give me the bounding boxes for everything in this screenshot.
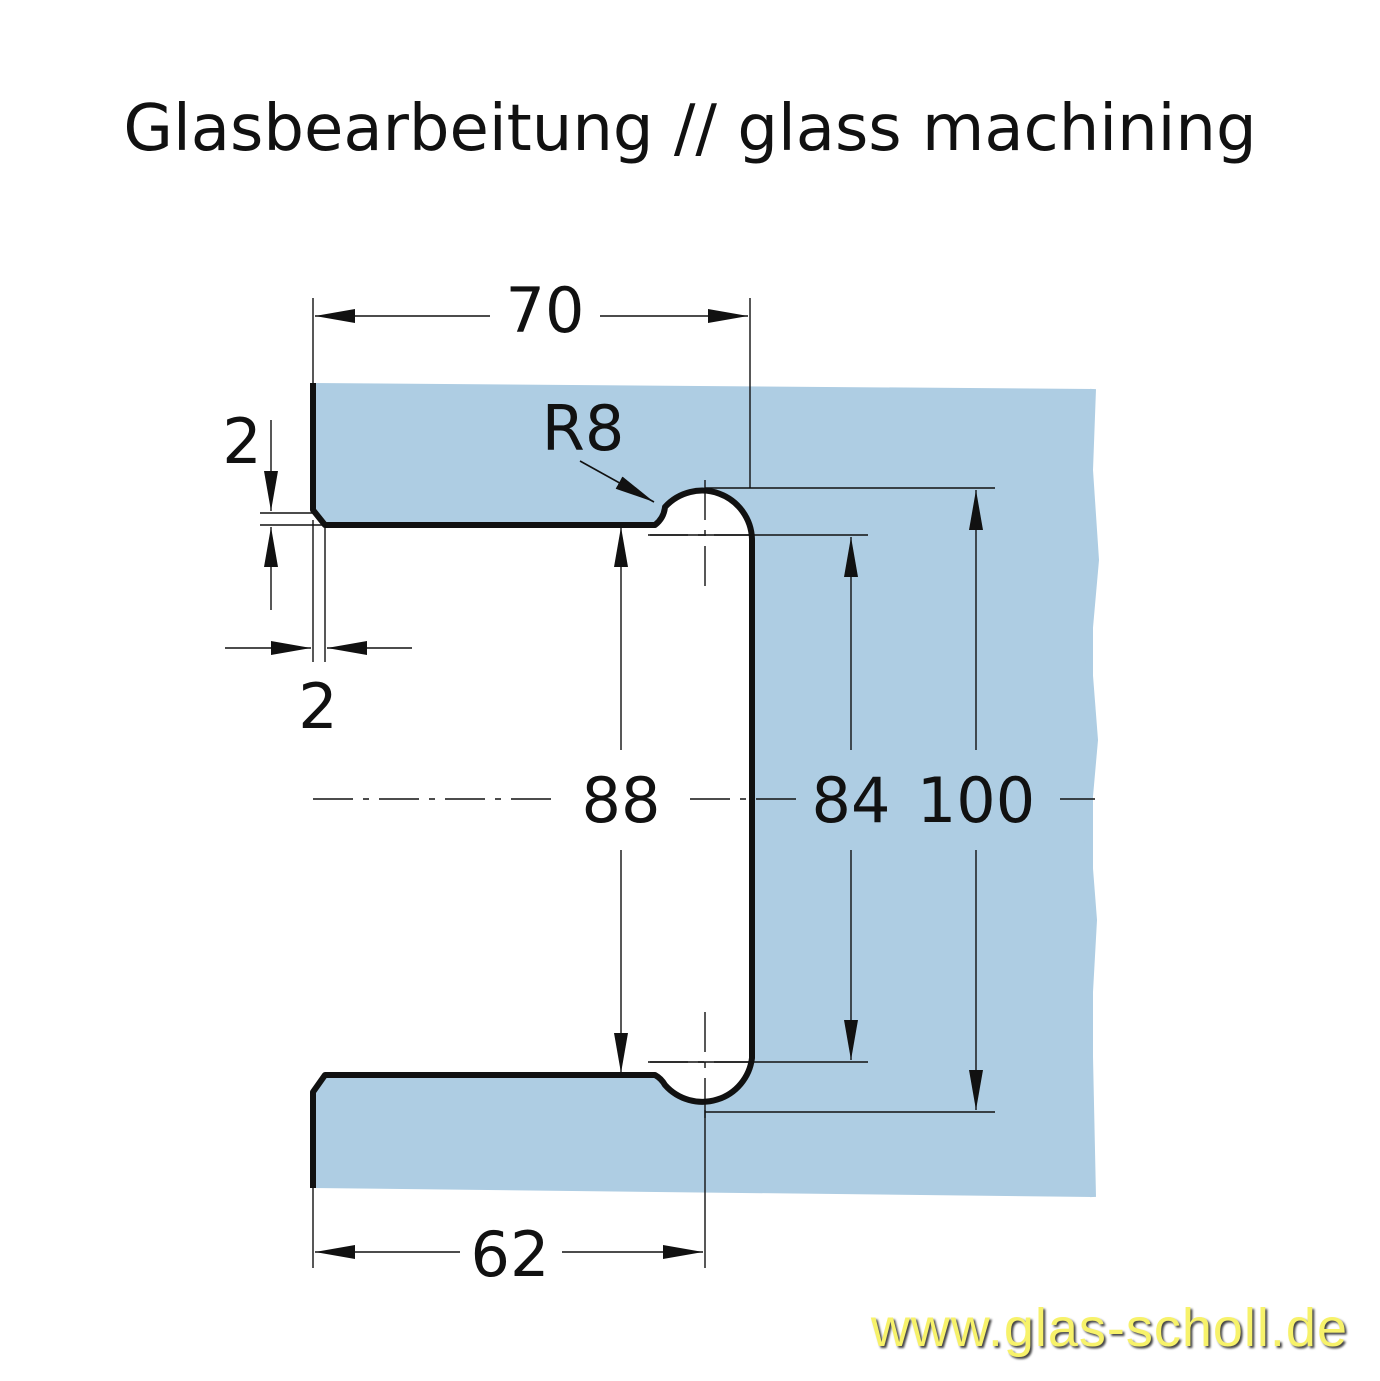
diagram-title: Glasbearbeitung // glass machining xyxy=(123,92,1257,166)
glass-break-edge xyxy=(1083,388,1100,1198)
dim-70-label: 70 xyxy=(506,274,585,347)
dim-2-horizontal-label: 2 xyxy=(298,670,337,743)
watermark-url: www.glas-scholl.de xyxy=(870,1298,1348,1358)
cutout-outline xyxy=(310,383,755,1188)
dim-2-vertical-label: 2 xyxy=(222,405,261,478)
dim-r8-label: R8 xyxy=(542,392,625,465)
center-lines xyxy=(313,480,1095,1120)
r8-leader xyxy=(579,460,655,503)
dim-100-label: 100 xyxy=(917,764,1035,837)
dim-62-label: 62 xyxy=(471,1218,550,1291)
dim-84-label: 84 xyxy=(812,764,891,837)
glass-panel xyxy=(313,383,1093,1197)
dim-88-label: 88 xyxy=(582,764,661,837)
